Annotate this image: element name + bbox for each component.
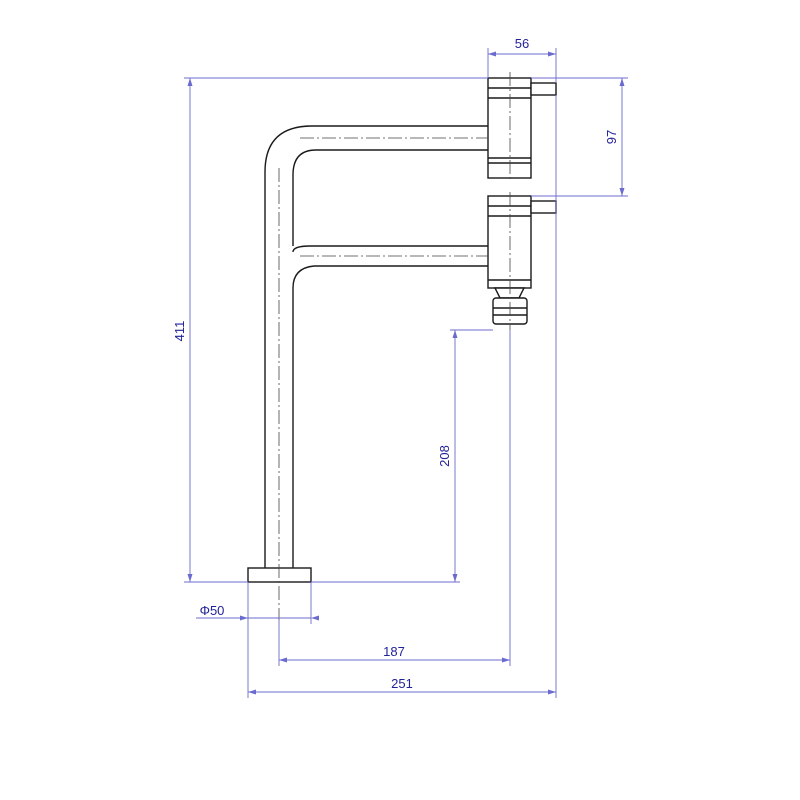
dimension-handle-spacing: 97 — [531, 77, 628, 197]
lower-handle-lever — [530, 200, 557, 214]
dimension-total-depth: 251 — [248, 95, 557, 698]
upper-arm-lower-edge — [292, 149, 488, 246]
dimension-label-handle-spacing: 97 — [604, 130, 619, 144]
dimension-label-spout-height: 208 — [437, 445, 452, 467]
base-plate — [247, 567, 312, 583]
lower-valve-body — [487, 195, 532, 289]
dimension-label-total-height: 411 — [172, 321, 187, 342]
lower-valve — [487, 195, 557, 289]
column-inner-outline — [292, 265, 315, 568]
dimension-label-base-diameter: Φ50 — [200, 603, 225, 618]
dimension-label-handle-width: 56 — [515, 36, 529, 51]
lower-arm-upper-edge — [292, 245, 488, 253]
faucet-body — [247, 72, 557, 620]
dimension-label-total-depth: 251 — [391, 676, 413, 691]
upper-valve — [487, 77, 557, 179]
dimension-label-spout-reach: 187 — [383, 644, 405, 659]
column-outer-outline — [264, 125, 488, 568]
dimension-handle-width: 56 — [487, 36, 557, 83]
dimension-base-diameter: Φ50 — [196, 582, 319, 698]
upper-handle-lever — [530, 82, 557, 96]
upper-valve-body — [487, 77, 532, 179]
dimension-annotations: 56 97 411 208 — [172, 36, 628, 698]
dimension-total-height: 411 — [172, 77, 488, 583]
dimension-spout-reach: 187 — [278, 330, 511, 666]
dimension-spout-height: 208 — [311, 329, 493, 583]
